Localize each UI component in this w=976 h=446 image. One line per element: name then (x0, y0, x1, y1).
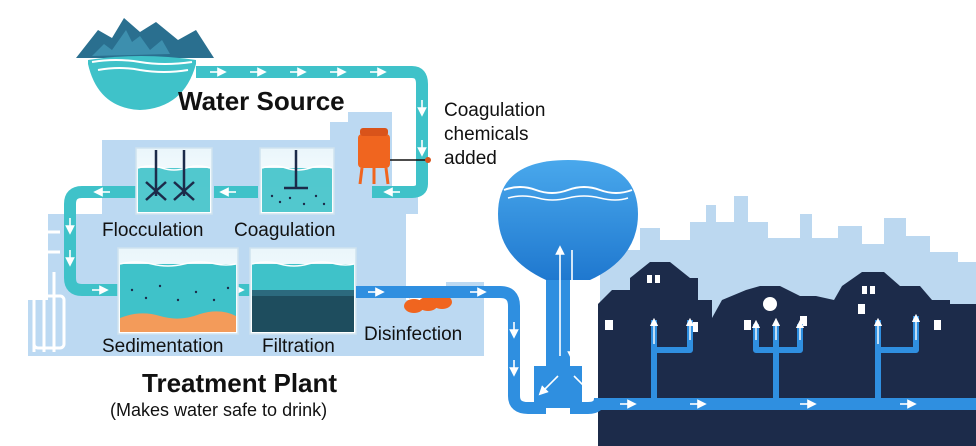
sedimentation-tank (117, 247, 239, 335)
mountain-icon (76, 18, 214, 58)
treatment-plant-note: (Makes water safe to drink) (110, 400, 327, 420)
water-source-lake (76, 18, 214, 110)
distribution-flow-arrows (368, 287, 917, 409)
disinfection-tanks (404, 287, 452, 313)
pipe-flow-arrows (65, 67, 427, 295)
service-flow-arrows (649, 313, 921, 344)
flocculation-label: Flocculation (102, 220, 203, 241)
sedimentation-label: Sedimentation (102, 336, 223, 357)
filtration-label: Filtration (262, 336, 335, 357)
coagulation-label: Coagulation (234, 220, 335, 241)
filtration-tank (249, 247, 357, 335)
coagulation-tank (259, 147, 335, 215)
coagulation-chemicals-label-line3: added (444, 148, 497, 169)
round-window-icon (763, 297, 777, 311)
disinfection-label: Disinfection (364, 324, 462, 345)
chemical-tank (358, 128, 431, 185)
coagulation-chemicals-label-line2: chemicals (444, 124, 528, 145)
flocculation-tank (135, 147, 213, 215)
water-source-label: Water Source (178, 86, 345, 116)
coagulation-chemicals-label-line1: Coagulation (444, 100, 545, 121)
stirrer-icon (284, 150, 308, 190)
filter-media (252, 290, 354, 332)
mixer-icon (145, 150, 195, 201)
treatment-plant-label: Treatment Plant (142, 368, 337, 398)
water-tower (498, 160, 638, 408)
